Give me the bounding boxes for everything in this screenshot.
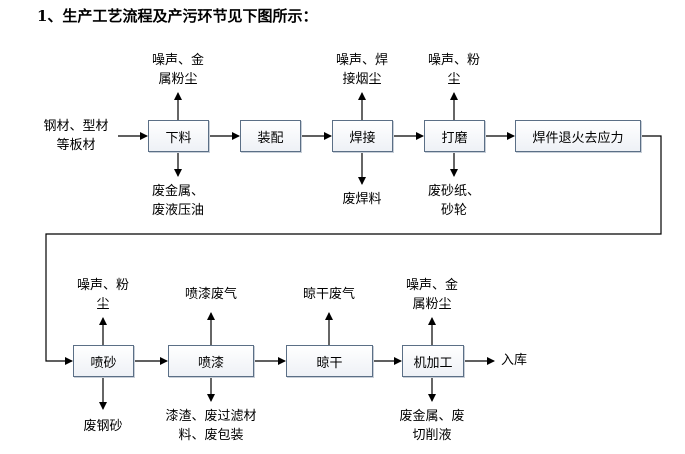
step-spray-painting: 喷漆 [168,345,254,377]
step-cutting: 下料 [148,120,209,152]
waste-bottom-grinding: 废砂纸、 砂轮 [427,184,480,218]
waste-bottom-sandblasting: 废钢砂 [83,419,123,434]
step-annealing: 焊件退火去应力 [515,120,641,152]
waste-bottom-spray: 漆渣、废过滤材 料、废包装 [165,409,257,443]
input-material-label: 钢材、型材 等板材 [43,119,109,153]
waste-bottom-cutting: 废金属、 废液压油 [151,184,204,218]
emission-top-spray: 喷漆废气 [184,287,237,302]
arrow-row-connector [45,135,662,365]
waste-bottom-machining: 废金属、废 切削液 [399,409,465,443]
page-title: 1、生产工艺流程及产污环节见下图所示： [37,7,318,25]
output-storage-label: 入库 [500,353,527,368]
step-grinding: 打磨 [424,120,485,152]
emission-top-sandblasting: 噪声、粉 尘 [76,278,129,312]
emission-top-machining: 噪声、金 属粉尘 [405,278,458,312]
emission-top-cutting: 噪声、金 属粉尘 [151,53,204,87]
step-drying: 晾干 [286,345,373,377]
step-assembly: 装配 [240,120,301,152]
emission-top-grinding: 噪声、粉 尘 [427,53,480,87]
step-welding: 焊接 [332,120,393,152]
emission-top-welding: 噪声、焊 接烟尘 [335,53,388,87]
step-sandblasting: 喷砂 [73,345,134,377]
emission-top-drying: 晾干废气 [302,287,355,302]
waste-bottom-welding: 废焊料 [342,192,382,207]
step-machining: 机加工 [402,345,464,377]
